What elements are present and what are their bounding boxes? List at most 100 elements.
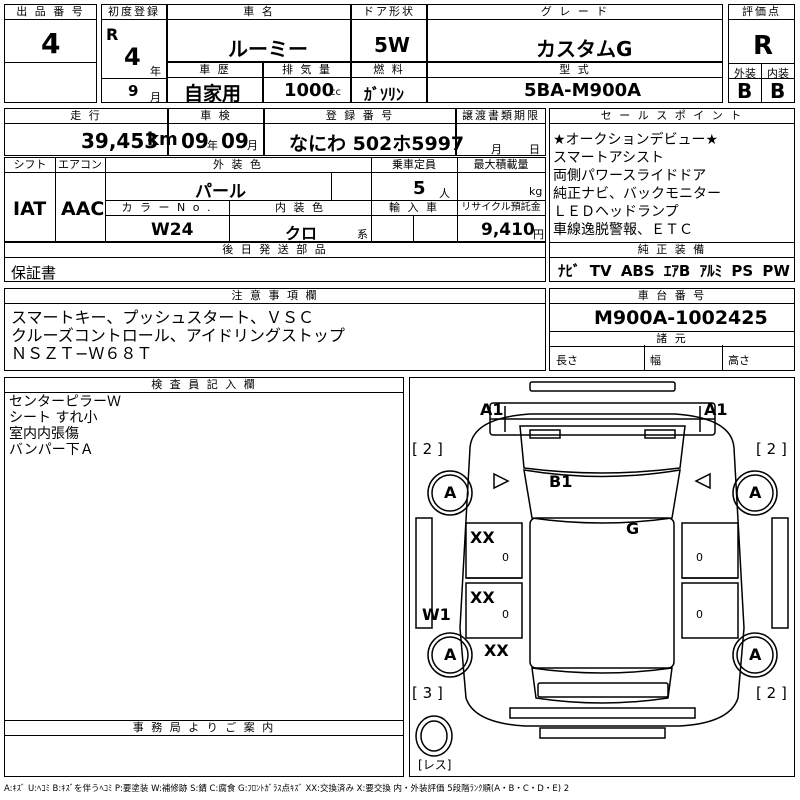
transfer-box: 譲渡書類期限 月 日 bbox=[456, 108, 546, 156]
transfer-day: 日 bbox=[529, 143, 540, 156]
plate-label: 登 録 番 号 bbox=[265, 109, 455, 124]
recycle-unit: 円 bbox=[533, 228, 544, 241]
door-type: 5W bbox=[374, 33, 410, 57]
ext-score: B bbox=[737, 79, 753, 103]
inspection-box: 車 検 09 年 09 月 bbox=[168, 108, 264, 156]
import-label: 輸 入 車 bbox=[371, 201, 457, 216]
displacement-box: 排 気 量 1000 cc bbox=[263, 62, 351, 103]
recycle-label: リサイクル預託金 bbox=[457, 201, 545, 216]
mark-b1: B1 bbox=[549, 472, 573, 491]
mark-zero: 0 bbox=[696, 551, 703, 564]
inspector-line: 室内内張傷 bbox=[9, 426, 79, 442]
mileage-unit: km bbox=[147, 129, 178, 150]
mark-zero: 0 bbox=[502, 551, 509, 564]
sales-point: 車線逸脱警報、ＥＴＣ bbox=[553, 222, 693, 238]
inspector-line: センターピラーＷ bbox=[9, 394, 121, 410]
plate-box: 登 録 番 号 なにわ 502ホ5997 bbox=[264, 108, 464, 156]
tire-front-left: A bbox=[444, 483, 457, 502]
sales-points-box: セ ー ル ス ポ イ ン ト ★オークションデビュー★ スマートアシスト 両側… bbox=[549, 108, 795, 282]
history-label: 車 歴 bbox=[168, 63, 262, 78]
note-line: ＮＳＺＴ−Ｗ６８Ｔ bbox=[11, 344, 153, 363]
door-box: ドア形状 5W bbox=[351, 4, 427, 62]
score-label: 評価点 bbox=[729, 5, 794, 20]
shift-label: シフト bbox=[5, 158, 55, 173]
car-diagram-box: A1 A1 B1 G XX XX XX W1 A A A A 0 0 0 0 [… bbox=[409, 377, 795, 777]
notes-box: 注 意 事 項 欄 スマートキー、プッシュスタート、ＶＳＣ クルーズコントロール… bbox=[4, 288, 546, 371]
model-box: 型 式 5BA-M900A bbox=[427, 62, 723, 103]
ac-label: エアコン bbox=[55, 158, 105, 173]
later-parts-label: 後 日 発 送 部 品 bbox=[5, 243, 545, 258]
mark-xx: XX bbox=[470, 528, 495, 547]
fuel: ｶﾞｿﾘﾝ bbox=[364, 85, 405, 104]
color-label: 外 装 色 bbox=[105, 158, 371, 173]
mileage-label: 走 行 bbox=[5, 109, 167, 124]
capacity-unit: 人 bbox=[439, 187, 450, 200]
color-number: W24 bbox=[151, 220, 194, 240]
fuel-box: 燃 料 ｶﾞｿﾘﾝ bbox=[351, 62, 427, 104]
history: 自家用 bbox=[184, 83, 242, 105]
load-unit: kg bbox=[529, 185, 543, 198]
inspector-box: 検 査 員 記 入 欄 センターピラーＷ シート すれ小 室内内張傷 バンパー下… bbox=[4, 377, 404, 777]
inspector-line: バンパー下Ａ bbox=[9, 442, 94, 458]
office-label: 事 務 局 よ り ご 案 内 bbox=[5, 720, 403, 736]
chassis-box: 車 台 番 号 M900A-1002425 諸 元 長さ 幅 高さ bbox=[549, 288, 795, 371]
transfer-month: 月 bbox=[491, 143, 502, 156]
tire-rear-right: A bbox=[749, 645, 762, 664]
transfer-label: 譲渡書類期限 bbox=[457, 109, 545, 124]
mark-zero: 0 bbox=[696, 608, 703, 621]
mark-xx: XX bbox=[470, 588, 495, 607]
sales-points-label: セ ー ル ス ポ イ ン ト bbox=[550, 109, 794, 124]
sales-point: 両側パワースライドドア bbox=[553, 168, 707, 184]
aircon: AAC bbox=[61, 198, 105, 220]
spec-box: シフト エアコン IAT AAC 外 装 色 パール 乗車定員 5 人 最大積載… bbox=[4, 157, 546, 243]
body-color: パール bbox=[195, 182, 246, 202]
notes-label: 注 意 事 項 欄 bbox=[5, 289, 545, 304]
door-label: ドア形状 bbox=[352, 5, 426, 20]
mark-zero: 0 bbox=[502, 608, 509, 621]
mileage: 39,453 bbox=[81, 129, 159, 153]
inspect-year-unit: 年 bbox=[207, 139, 218, 152]
lot-number: 4 bbox=[41, 27, 61, 60]
inspect-month-unit: 月 bbox=[247, 139, 258, 152]
ext-label: 外装 bbox=[734, 67, 756, 80]
month-unit: 月 bbox=[150, 91, 161, 104]
inspect-month: 09 bbox=[221, 129, 249, 153]
sales-point: 純正ナビ、バックモニター bbox=[553, 186, 721, 202]
reg-label: 初度登録 bbox=[102, 5, 166, 20]
displacement: 1000 bbox=[284, 80, 335, 101]
int-label: 内装 bbox=[767, 67, 789, 80]
sales-point: ＬＥＤヘッドランプ bbox=[553, 204, 679, 220]
equip-item: ｱﾙﾐ bbox=[699, 262, 723, 280]
inspect-year: 09 bbox=[181, 129, 209, 153]
length-label: 長さ bbox=[556, 354, 578, 367]
int-score: B bbox=[770, 79, 786, 103]
disp-unit: cc bbox=[330, 87, 341, 98]
car-name: ルーミー bbox=[228, 37, 308, 61]
spare-tire-label: [レス] bbox=[418, 758, 452, 772]
intcolor-label: 内 装 色 bbox=[229, 201, 371, 216]
mark-g: G bbox=[626, 519, 640, 538]
sales-point: ★オークションデビュー★ bbox=[553, 132, 719, 148]
history-box: 車 歴 自家用 bbox=[167, 62, 263, 105]
note-line: スマートキー、プッシュスタート、ＶＳＣ bbox=[11, 308, 315, 327]
reg-year: 4 bbox=[124, 43, 141, 71]
inspector-line: シート すれ小 bbox=[9, 410, 98, 426]
mark-xx: XX bbox=[484, 641, 509, 660]
recycle-fee: 9,410 bbox=[481, 220, 535, 240]
registration-box: 初度登録 R 4 年 9 月 bbox=[101, 4, 167, 104]
tire-front-right: A bbox=[749, 483, 762, 502]
later-parts: 保証書 bbox=[11, 264, 57, 282]
grade-box: グ レ ー ド カスタムG bbox=[427, 4, 723, 62]
score: R bbox=[753, 31, 774, 61]
intcolor-unit: 系 bbox=[357, 228, 368, 241]
model-code: 5BA-M900A bbox=[524, 80, 642, 101]
score-box: 評価点 R 外装 内装 B B bbox=[728, 4, 795, 103]
mark-a1-right: A1 bbox=[704, 400, 728, 419]
disp-label: 排 気 量 bbox=[264, 63, 350, 78]
model-label: 型 式 bbox=[428, 63, 722, 78]
tread-rear-right: [ 2 ] bbox=[756, 684, 787, 702]
tread-front-right: [ 2 ] bbox=[756, 440, 787, 458]
legend: A:ｷｽﾞ U:ﾍｺﾐ B:ｷｽﾞを伴うﾍｺﾐ P:要塗装 W:補修跡 S:錆 … bbox=[4, 784, 570, 794]
capacity: 5 bbox=[413, 178, 426, 199]
equip-item: ﾅﾋﾞ bbox=[558, 262, 581, 280]
